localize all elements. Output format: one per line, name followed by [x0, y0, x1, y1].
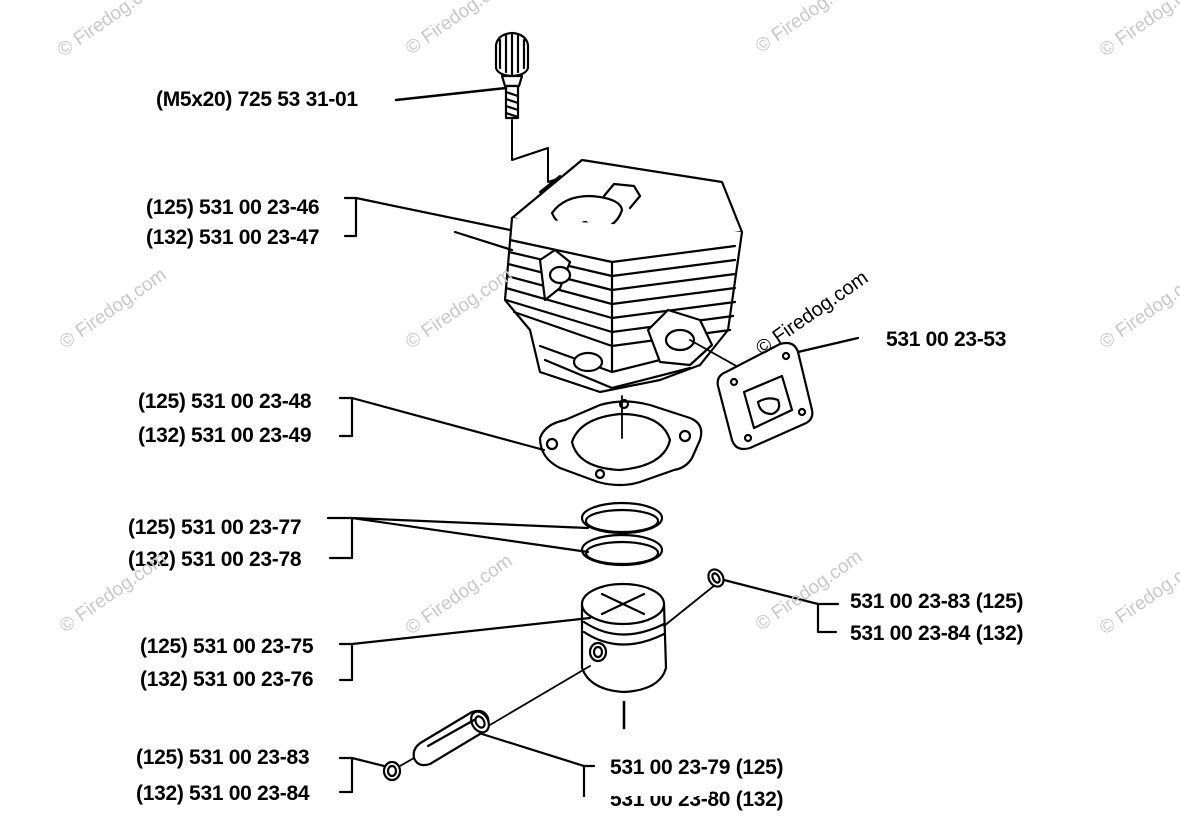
leader-line-exhaust-gasket	[796, 336, 860, 354]
leader-line-rings	[326, 516, 590, 560]
leader-line-circlip-left	[338, 756, 386, 794]
screw-icon	[494, 31, 530, 120]
circlip-icon	[707, 568, 725, 588]
leader-line-piston	[338, 616, 592, 682]
label-base-gasket-125: (125) 531 00 23-48	[138, 390, 312, 413]
pin-axis-line	[477, 665, 591, 733]
piston-icon	[580, 582, 668, 694]
pin-axis-line	[663, 584, 716, 627]
circlip-icon	[382, 760, 402, 782]
pin-axis-line	[399, 757, 415, 767]
label-cylinder-132: (132) 531 00 23-47	[146, 226, 320, 249]
label-rings-125: (125) 531 00 23-77	[128, 516, 302, 539]
label-base-gasket-132: (132) 531 00 23-49	[138, 424, 312, 447]
scan-gap	[590, 784, 710, 796]
label-circlip-left-132: (132) 531 00 23-84	[136, 782, 310, 805]
leader-line-circlip-right	[722, 578, 840, 634]
pin-icon	[412, 709, 490, 767]
gasket-icon	[716, 341, 814, 451]
ring-icon	[580, 501, 664, 567]
label-piston-132: (132) 531 00 23-76	[140, 668, 314, 691]
leader-line-screw	[394, 86, 508, 102]
cylinder-icon	[503, 158, 744, 394]
label-circlip-left-125: (125) 531 00 23-83	[136, 746, 310, 769]
label-rings-132: (132) 531 00 23-78	[128, 548, 302, 571]
leader-line-pin	[480, 732, 596, 798]
gasket-icon	[538, 398, 703, 487]
label-screw: (M5x20) 725 53 31-01	[156, 88, 358, 111]
leader-line-base-gasket	[338, 396, 546, 452]
label-exhaust-gasket: 531 00 23-53	[886, 328, 1007, 351]
label-cylinder-125: (125) 531 00 23-46	[146, 196, 320, 219]
label-circlip-right-125: 531 00 23-83 (125)	[850, 590, 1024, 613]
label-piston-125: (125) 531 00 23-75	[140, 635, 314, 658]
leader-line-cylinder	[343, 196, 514, 252]
label-pin-125: 531 00 23-79 (125)	[610, 756, 784, 779]
label-circlip-right-132: 531 00 23-84 (132)	[850, 622, 1024, 645]
